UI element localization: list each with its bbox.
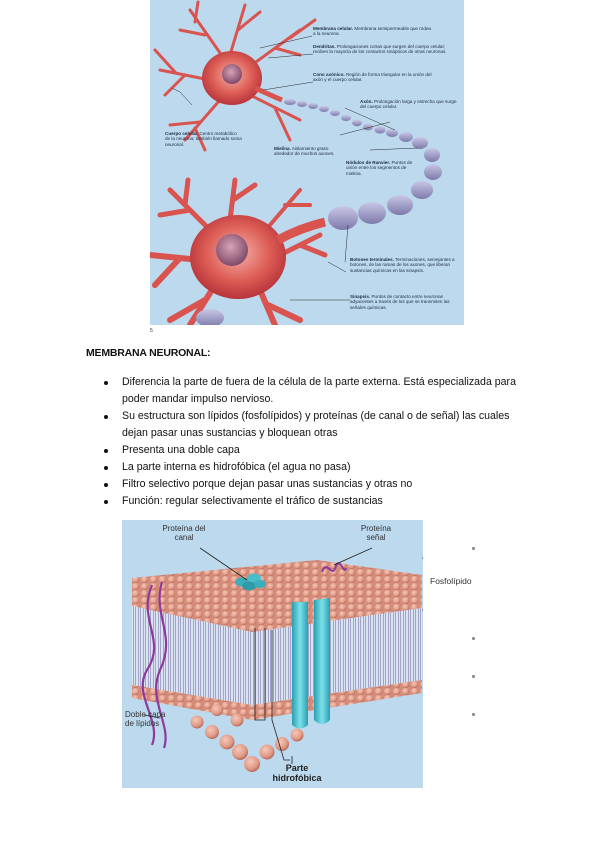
list-item: Filtro selectivo porque dejan pasar unas… [103, 476, 533, 493]
bullet-icon [104, 465, 108, 470]
label-mielina: Mielina. Aislamiento graso alrededor de … [274, 146, 335, 157]
neuron-illustration [150, 0, 442, 325]
dot-marker [472, 637, 475, 640]
list-item: Su estructura son lípidos (fosfolípidos)… [103, 408, 533, 442]
bullet-icon [104, 499, 108, 504]
channel-protein-right [314, 598, 330, 724]
label-sinapsis: Sinapsis. Puntos de contacto entre neuro… [350, 294, 450, 310]
top-lipid-surface [132, 560, 422, 620]
list-item: Presenta una doble capa [103, 442, 533, 459]
list-item: La parte interna es hidrofóbica (el agua… [103, 459, 533, 476]
channel-protein-top [235, 573, 266, 591]
list-item: Función: regular selectivamente el tráfi… [103, 493, 533, 510]
bullet-list: Diferencia la parte de fuera de la célul… [103, 374, 533, 510]
section-title: MEMBRANA NEURONAL: [86, 347, 211, 359]
label-dendritas: Dendritas. Prolongaciones cortas que sur… [313, 44, 447, 55]
neuron-diagram: Membrana celular. Membrana semipermeable… [150, 0, 464, 325]
bullet-icon [104, 482, 108, 487]
dot-marker [472, 713, 475, 716]
page-number: 5 [150, 328, 153, 334]
label-botones: Botones terminales. Terminaciones, semej… [350, 257, 455, 273]
bullet-icon [104, 448, 108, 453]
label-parte-hidrofobica: Parte hidrofóbica [272, 763, 322, 783]
label-membrana: Membrana celular. Membrana semipermeable… [313, 26, 431, 37]
bullet-icon [104, 380, 108, 385]
membrane-diagram: Proteína del canal Proteína señal Doble … [122, 520, 423, 788]
myelin-beads [284, 99, 442, 230]
label-ranvier: Nódulos de Ranvier. Puntos de unión entr… [346, 160, 413, 176]
label-axon: Axón. Prolongación larga y estrecha que … [360, 99, 457, 110]
list-item: Diferencia la parte de fuera de la célul… [103, 374, 533, 408]
label-cono-axonico: Cono axónico. Región de forma triangular… [313, 72, 432, 83]
label-proteina-canal: Proteína del canal [162, 524, 206, 542]
label-cuerpo-celular: Cuerpo celular. Centro metabólico de la … [165, 131, 242, 147]
bullet-icon [104, 414, 108, 419]
channel-protein-left [292, 602, 308, 729]
signal-protein [321, 562, 347, 573]
label-doble-capa: Doble capa de lípidos [125, 710, 166, 728]
left-protein-strands [141, 581, 168, 749]
label-proteina-senal: Proteína señal [360, 524, 392, 542]
membrane-illustration [132, 547, 423, 772]
dot-marker [472, 675, 475, 678]
label-fosfolipido: Fosfolípido [430, 576, 472, 586]
dot-marker [472, 547, 475, 550]
